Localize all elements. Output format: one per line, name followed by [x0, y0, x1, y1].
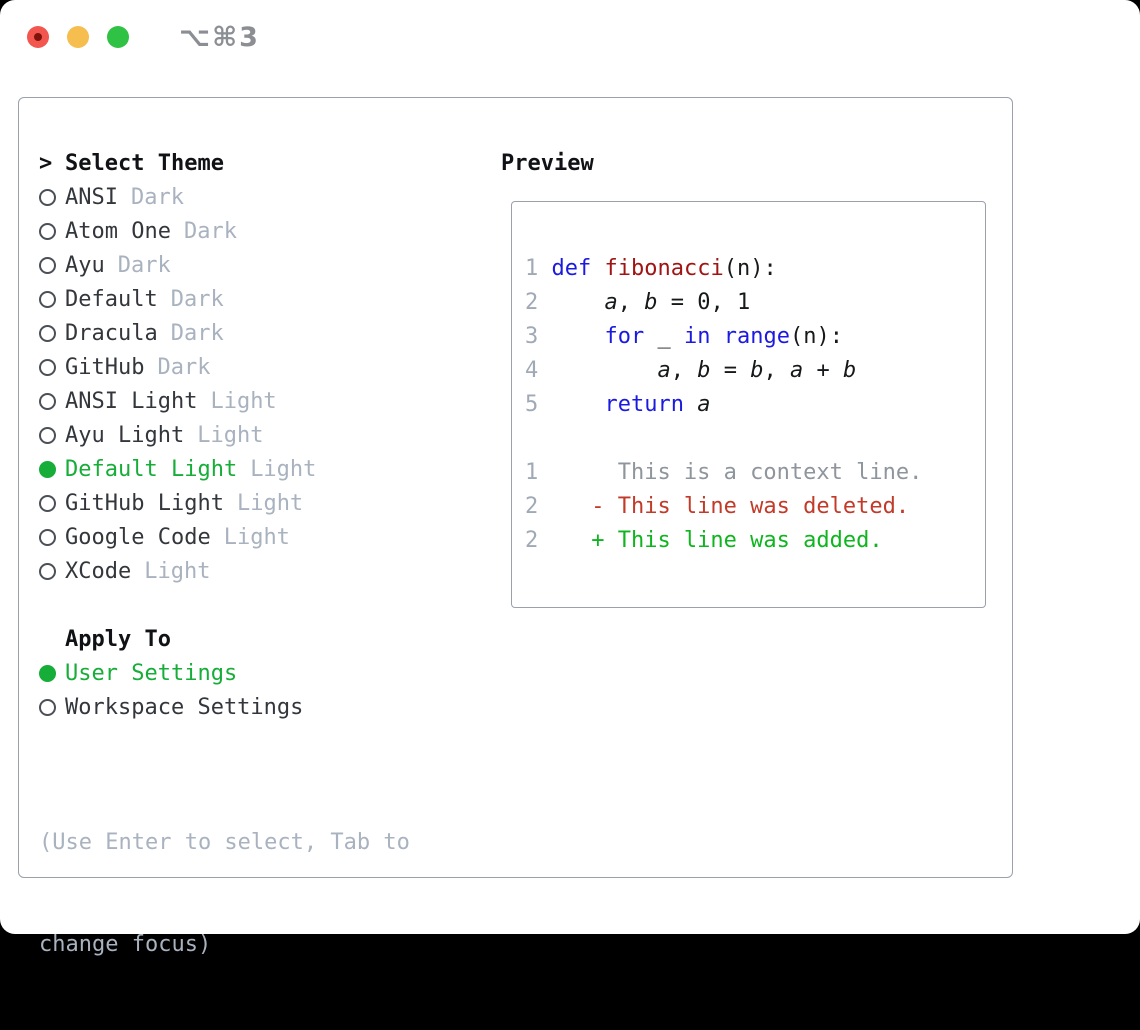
- line-number: 5: [525, 392, 539, 417]
- variant-tag: Dark: [170, 286, 224, 312]
- variant-tag: Light: [197, 422, 264, 448]
- help-line: change focus): [39, 932, 212, 957]
- variant-tag: Light: [144, 558, 211, 584]
- variant-tag: Dark: [183, 218, 237, 244]
- option-label: Ayu Light: [65, 422, 185, 448]
- diff-block: 1 This is a context line.2 - This line w…: [525, 456, 985, 558]
- theme-option-google-code[interactable]: Google Code Light: [39, 520, 499, 554]
- option-label: Workspace Settings: [65, 694, 304, 720]
- option-label: GitHub Light: [65, 490, 224, 516]
- help-text: (Use Enter to select, Tab to change focu…: [39, 758, 499, 1030]
- option-label: ANSI: [65, 184, 118, 210]
- option-label: GitHub: [65, 354, 145, 380]
- code-line: 4 a, b = b, a + b: [525, 354, 985, 388]
- select-theme-header: > Select Theme: [39, 146, 499, 180]
- section-gap: [39, 588, 499, 622]
- code-line: 3 for _ in range(n):: [525, 320, 985, 354]
- unsaved-indicator-icon: [34, 33, 42, 41]
- radio-icon: [39, 664, 65, 682]
- prompt-icon: >: [39, 150, 53, 176]
- theme-option-ayu-light[interactable]: Ayu Light Light: [39, 418, 499, 452]
- theme-option-default-light[interactable]: Default Light Light: [39, 452, 499, 486]
- radio-icon: [39, 358, 65, 376]
- line-number: 4: [525, 358, 539, 383]
- apply-option-workspace-settings[interactable]: Workspace Settings: [39, 690, 499, 724]
- zoom-button[interactable]: [107, 26, 129, 48]
- titlebar: ⌥⌘3: [0, 0, 1140, 74]
- preview-title: Preview: [501, 150, 594, 176]
- line-number: 2: [525, 494, 539, 519]
- variant-tag: Dark: [117, 252, 171, 278]
- radio-icon: [39, 392, 65, 410]
- select-theme-title: Select Theme: [65, 150, 224, 176]
- apply-to-title: Apply To: [65, 626, 171, 652]
- option-label: ANSI Light: [65, 388, 198, 414]
- preview-header: Preview: [501, 146, 594, 180]
- option-label: Default Light: [65, 456, 238, 482]
- diff-line-del: 2 - This line was deleted.: [525, 490, 985, 524]
- theme-option-ansi[interactable]: ANSI Dark: [39, 180, 499, 214]
- radio-icon: [39, 256, 65, 274]
- line-number: 1: [525, 460, 539, 485]
- minimize-button[interactable]: [67, 26, 89, 48]
- variant-tag: Light: [210, 388, 277, 414]
- radio-icon: [39, 188, 65, 206]
- variant-tag: Dark: [130, 184, 184, 210]
- diff-line-add: 2 + This line was added.: [525, 524, 985, 558]
- variant-tag: Dark: [170, 320, 224, 346]
- theme-option-ansi-light[interactable]: ANSI Light Light: [39, 384, 499, 418]
- option-label: Dracula: [65, 320, 158, 346]
- apply-option-user-settings[interactable]: User Settings: [39, 656, 499, 690]
- variant-tag: Dark: [157, 354, 211, 380]
- theme-option-ayu[interactable]: Ayu Dark: [39, 248, 499, 282]
- line-number: 2: [525, 290, 539, 315]
- code-line: 5 return a: [525, 388, 985, 422]
- option-label: Default: [65, 286, 158, 312]
- option-label: Atom One: [65, 218, 171, 244]
- apply-to-header: Apply To: [39, 622, 499, 656]
- theme-option-xcode[interactable]: XCode Light: [39, 554, 499, 588]
- code-diff-gap: [525, 422, 985, 456]
- theme-option-github[interactable]: GitHub Dark: [39, 350, 499, 384]
- option-label: Google Code: [65, 524, 211, 550]
- theme-option-dracula[interactable]: Dracula Dark: [39, 316, 499, 350]
- radio-icon: [39, 222, 65, 240]
- radio-icon: [39, 562, 65, 580]
- option-label: XCode: [65, 558, 132, 584]
- radio-icon: [39, 290, 65, 308]
- variant-tag: Light: [223, 524, 290, 550]
- radio-icon: [39, 698, 65, 716]
- code-line: 2 a, b = 0, 1: [525, 286, 985, 320]
- diff-line-ctx: 1 This is a context line.: [525, 456, 985, 490]
- variant-tag: Light: [236, 490, 304, 516]
- line-number: 3: [525, 324, 539, 349]
- line-number: 1: [525, 256, 539, 281]
- radio-icon: [39, 528, 65, 546]
- radio-icon: [39, 324, 65, 342]
- section-gap: [39, 724, 499, 758]
- theme-option-atom-one[interactable]: Atom One Dark: [39, 214, 499, 248]
- variant-tag: Light: [250, 456, 317, 482]
- window-title: ⌥⌘3: [179, 21, 260, 53]
- radio-icon: [39, 460, 65, 478]
- radio-icon: [39, 494, 65, 512]
- radio-icon: [39, 426, 65, 444]
- help-line: (Use Enter to select, Tab to: [39, 830, 410, 855]
- option-label: User Settings: [65, 660, 238, 686]
- line-number: 2: [525, 528, 539, 553]
- close-button[interactable]: [27, 26, 49, 48]
- option-label: Ayu: [65, 252, 105, 278]
- theme-option-default[interactable]: Default Dark: [39, 282, 499, 316]
- theme-option-github-light[interactable]: GitHub Light Light: [39, 486, 499, 520]
